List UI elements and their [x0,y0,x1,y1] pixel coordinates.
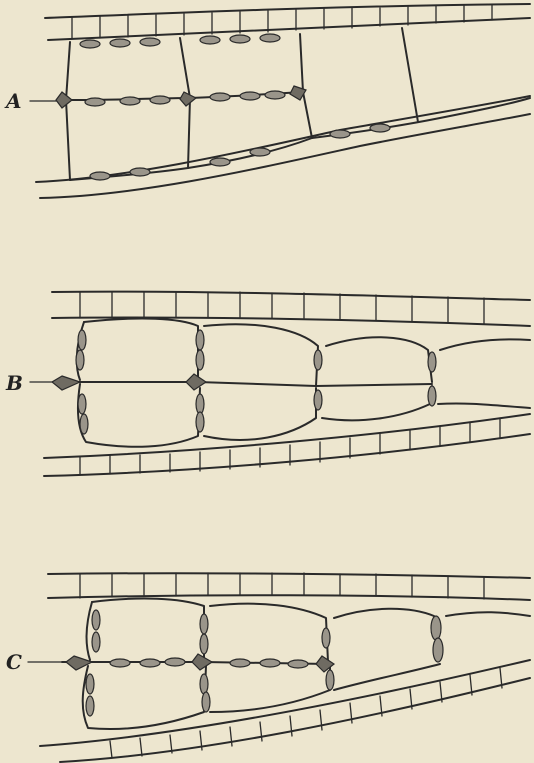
panel-c-lower-surface [60,678,530,762]
panel-b-intercellular-space [52,376,80,390]
panel-a-intercellular-space [56,92,72,108]
panel-c-cell [83,666,206,729]
panel-b-lower-epidermis [44,414,530,458]
panel-a-intercellular-space [180,92,196,106]
panel-c-cell [92,599,204,660]
panel-b-upper-surface [52,292,530,300]
panel-a-chloroplasts [80,34,390,180]
panel-c-cell [87,602,93,660]
panel-c-intercellular-space [192,654,212,670]
panel-a-upper-epidermis-inner [48,18,530,40]
panel-c-cell [446,612,530,616]
panel-b-cell [204,388,316,440]
panel-b-cell [440,339,530,350]
panel-b-cell [322,386,432,420]
panel-c-cell [210,604,328,662]
panel-c-cell [334,664,440,690]
panel-b-cell [326,337,432,382]
panel-c-lower-epidermis-cells [110,668,502,758]
panel-b-middle-lamella [64,382,432,386]
panel-c-cell [210,666,330,712]
panel-b-cell [78,384,200,447]
panel-a-wall-4 [402,28,418,122]
panel-a-lower-epidermis [36,96,530,182]
panel-b-drawing [30,292,530,476]
panel-c-chloroplasts [86,610,443,716]
panel-c-drawing [28,573,530,762]
panel-c-intercellular-space [316,656,334,672]
panel-b-cell [204,324,318,386]
panel-a-wall-1 [66,42,70,180]
panel-a-wall-3 [300,34,312,138]
panel-a-lower-surface [40,114,530,198]
panel-a-upper-surface [45,4,530,18]
panel-b-cell [438,403,530,408]
panel-c-cell [334,609,440,660]
panel-b-intercellular-space [186,374,206,390]
panel-a-drawing [30,4,530,198]
panel-b-cell [84,319,198,378]
panel-c-upper-surface [48,573,530,578]
